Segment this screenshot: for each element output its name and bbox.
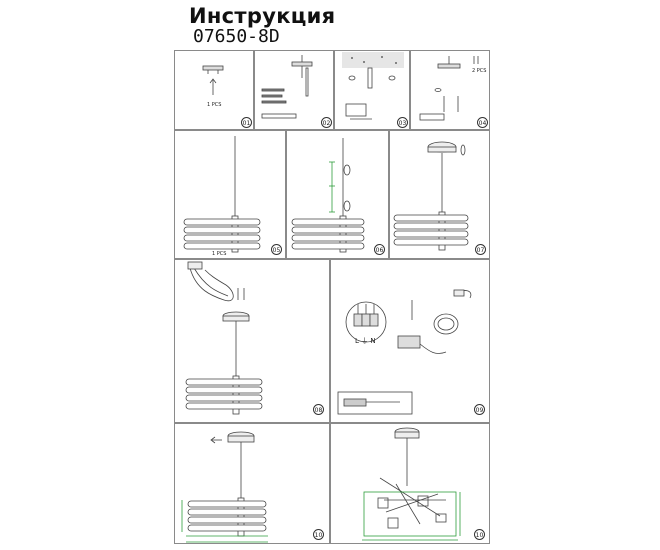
step-panel-3	[334, 50, 410, 130]
canopy-pendant-7	[393, 141, 469, 251]
caption-step-5: 1 PCS	[212, 251, 227, 257]
step-panel-11	[330, 423, 490, 544]
wiring-canopy-8	[185, 261, 263, 415]
step-panel-10	[174, 423, 330, 544]
page-title: Инструкция	[189, 4, 336, 28]
step-number-7: 07	[475, 244, 486, 255]
pendant-final-10	[187, 431, 267, 537]
bracket-and-rods-2	[261, 55, 313, 119]
step-panel-6	[286, 130, 389, 259]
step-number-6: 06	[374, 244, 385, 255]
step-number-5: 05	[271, 244, 282, 255]
step-panel-2	[254, 50, 334, 130]
caption-step-4: 2 PCS	[472, 68, 487, 74]
step-panel-5	[174, 130, 286, 259]
step-panel-7	[389, 130, 490, 259]
dimension-10b	[362, 491, 461, 541]
dimension-6	[329, 161, 335, 213]
bracket-fixing-4	[419, 56, 479, 121]
step-number-1: 01	[241, 117, 252, 128]
step-number-8: 08	[313, 404, 324, 415]
pendant-bars-5	[183, 136, 261, 253]
step-number-11: 10	[474, 529, 485, 540]
step-panel-4	[410, 50, 490, 130]
ceiling-bracket-1	[202, 65, 224, 95]
step-number-9: 09	[474, 404, 485, 415]
step-panel-8	[174, 259, 330, 423]
caption-step-1: 1 PCS	[207, 102, 222, 108]
pendant-adjust-6	[291, 138, 365, 253]
step-panel-9	[330, 259, 490, 423]
model-number: 07650-8D	[193, 26, 280, 47]
step-number-3: 03	[397, 117, 408, 128]
step-number-2: 02	[321, 117, 332, 128]
terminal-block-9	[337, 289, 472, 415]
step-number-10: 10	[313, 529, 324, 540]
step-number-4: 04	[477, 117, 488, 128]
terminal-label: L ⏚ N	[355, 337, 376, 345]
top-view-10	[377, 427, 447, 529]
ceiling-drill-3	[342, 52, 404, 120]
dimension-10a	[181, 500, 268, 543]
step-panel-1	[174, 50, 254, 130]
